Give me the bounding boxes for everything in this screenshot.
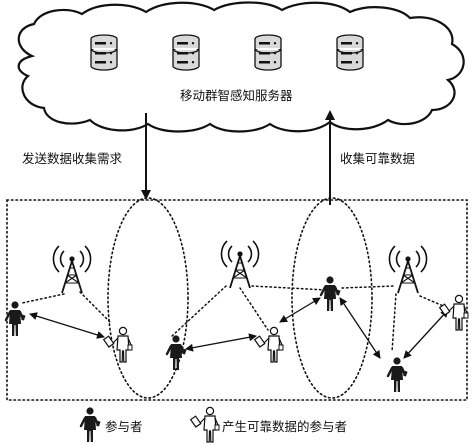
reliable-participant-icon — [103, 326, 133, 363]
legend-reliable-participant-label: 产生可靠数据的参与者 — [222, 419, 348, 434]
cell-tower-icon — [220, 240, 260, 289]
database-server-icon — [254, 34, 282, 71]
participant-links — [29, 297, 449, 359]
cell-tower-icon — [388, 245, 428, 294]
database-server-icon — [336, 34, 364, 71]
reliable-participant-icon — [254, 326, 284, 363]
server-cloud — [17, 1, 465, 133]
legend-participant-icon — [79, 406, 102, 444]
database-server-icon — [172, 34, 200, 71]
cell-tower-icon — [52, 245, 92, 294]
participant-icon — [4, 300, 27, 338]
participant-icon — [386, 356, 409, 394]
coverage-area — [107, 197, 189, 399]
participant-icon — [165, 334, 188, 372]
legend-participant-label: 参与者 — [105, 419, 143, 434]
sensing-area — [6, 199, 468, 401]
reliable-participant-icon — [439, 294, 469, 331]
request-arrow-label: 发送数据收集需求 — [22, 151, 123, 166]
legend-reliable-participant-icon — [190, 406, 220, 443]
participant-icon — [319, 275, 342, 313]
database-server-icon — [90, 34, 118, 71]
tower-links — [21, 285, 449, 353]
server-label: 移动群智感知服务器 — [180, 88, 293, 103]
collect-arrow-label: 收集可靠数据 — [340, 151, 416, 166]
